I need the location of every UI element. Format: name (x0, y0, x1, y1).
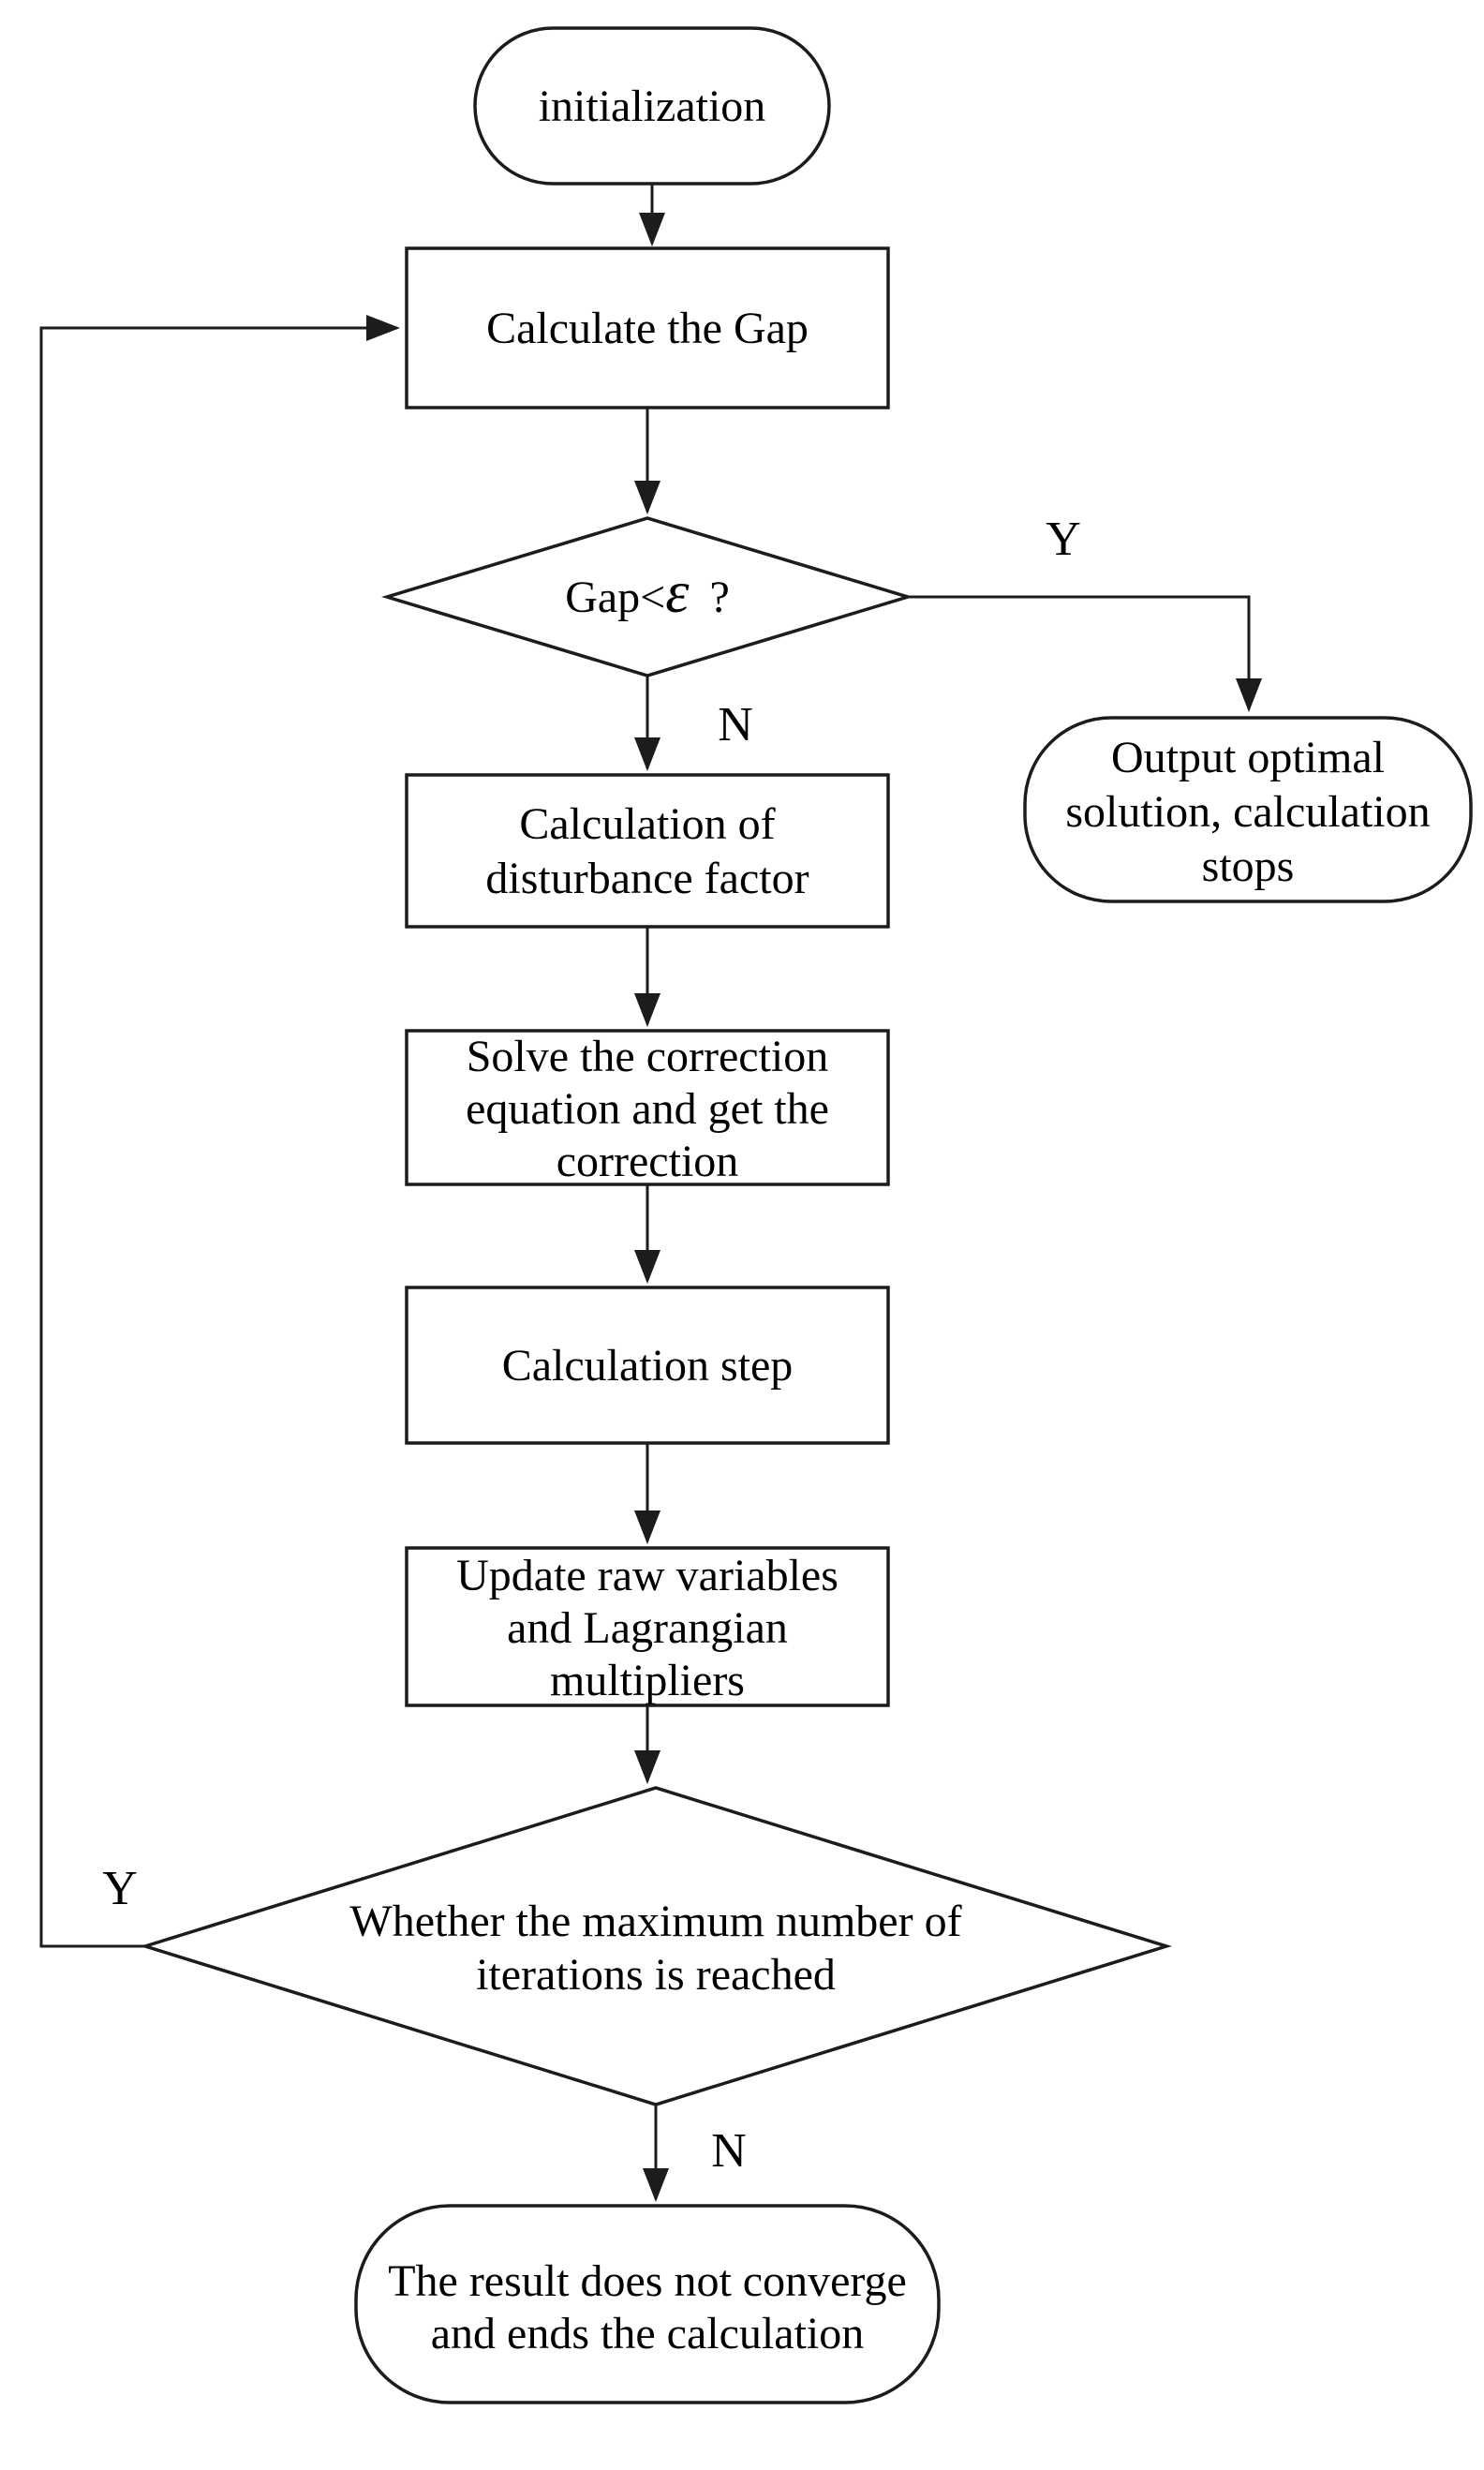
decision-shape (140, 1786, 1172, 2106)
node-label-line: Calculation of (519, 799, 775, 849)
process-shape (405, 773, 890, 929)
process-shape (405, 1029, 890, 1186)
node-update-variables: Update raw variables and Lagrangian mult… (405, 1546, 890, 1707)
node-label-line: Whether the maximum number of (349, 1897, 961, 1946)
node-label: Calculation step (502, 1341, 794, 1391)
node-decision-iterations: Whether the maximum number of iterations… (140, 1786, 1172, 2106)
node-label-line: disturbance factor (485, 854, 809, 903)
node-start: initialization (473, 26, 831, 186)
label-no-gap: N (718, 698, 753, 751)
node-label: Calculate the Gap (486, 304, 809, 353)
terminator-shape (354, 2204, 941, 2404)
terminator-shape (473, 26, 831, 186)
node-calculate-gap: Calculate the Gap (405, 246, 890, 409)
process-shape (405, 1286, 890, 1445)
node-label: Gap<ε? (565, 558, 730, 625)
process-shape (405, 246, 890, 409)
decision-shape (380, 516, 914, 677)
node-label-line: Output optimal (1111, 733, 1385, 782)
question-mark: ? (709, 573, 729, 622)
node-label-line: and Lagrangian (507, 1603, 788, 1653)
label-no-iterations: N (711, 2124, 747, 2178)
node-solve-correction: Solve the correction equation and get th… (405, 1029, 890, 1186)
node-disturbance: Calculation of disturbance factor (405, 773, 890, 929)
node-label-line: multipliers (550, 1656, 745, 1705)
node-decision-gap: Gap<ε? (380, 516, 914, 677)
label-yes-iterations: Y (102, 1862, 138, 1915)
node-label-line: iterations is reached (476, 1950, 836, 2000)
process-shape (405, 1546, 890, 1707)
node-label: initialization (539, 82, 766, 131)
node-label-line: stops (1202, 841, 1295, 891)
epsilon-symbol: ε (665, 558, 690, 625)
edge-decision-yes-to-output (908, 595, 1262, 712)
node-end-no-converge: The result does not converge and ends th… (354, 2204, 941, 2404)
node-label-line: correction (556, 1137, 739, 1186)
node-output-stop: Output optimal solution, calculation sto… (1023, 716, 1473, 903)
node-label-line: The result does not converge (388, 2256, 907, 2306)
node-label-line: solution, calculation (1065, 787, 1430, 837)
node-label-line: Update raw variables (456, 1551, 838, 1600)
edge-decision2-yes-loopback (39, 315, 400, 1948)
gap-condition-text: Gap< (565, 573, 665, 622)
label-yes-gap: Y (1046, 513, 1081, 566)
node-label-line: Solve the correction (467, 1032, 829, 1081)
node-label-line: and ends the calculation (431, 2309, 865, 2358)
node-calculation-step: Calculation step (405, 1286, 890, 1445)
terminator-shape (1023, 716, 1473, 903)
node-label-line: equation and get the (466, 1084, 829, 1134)
